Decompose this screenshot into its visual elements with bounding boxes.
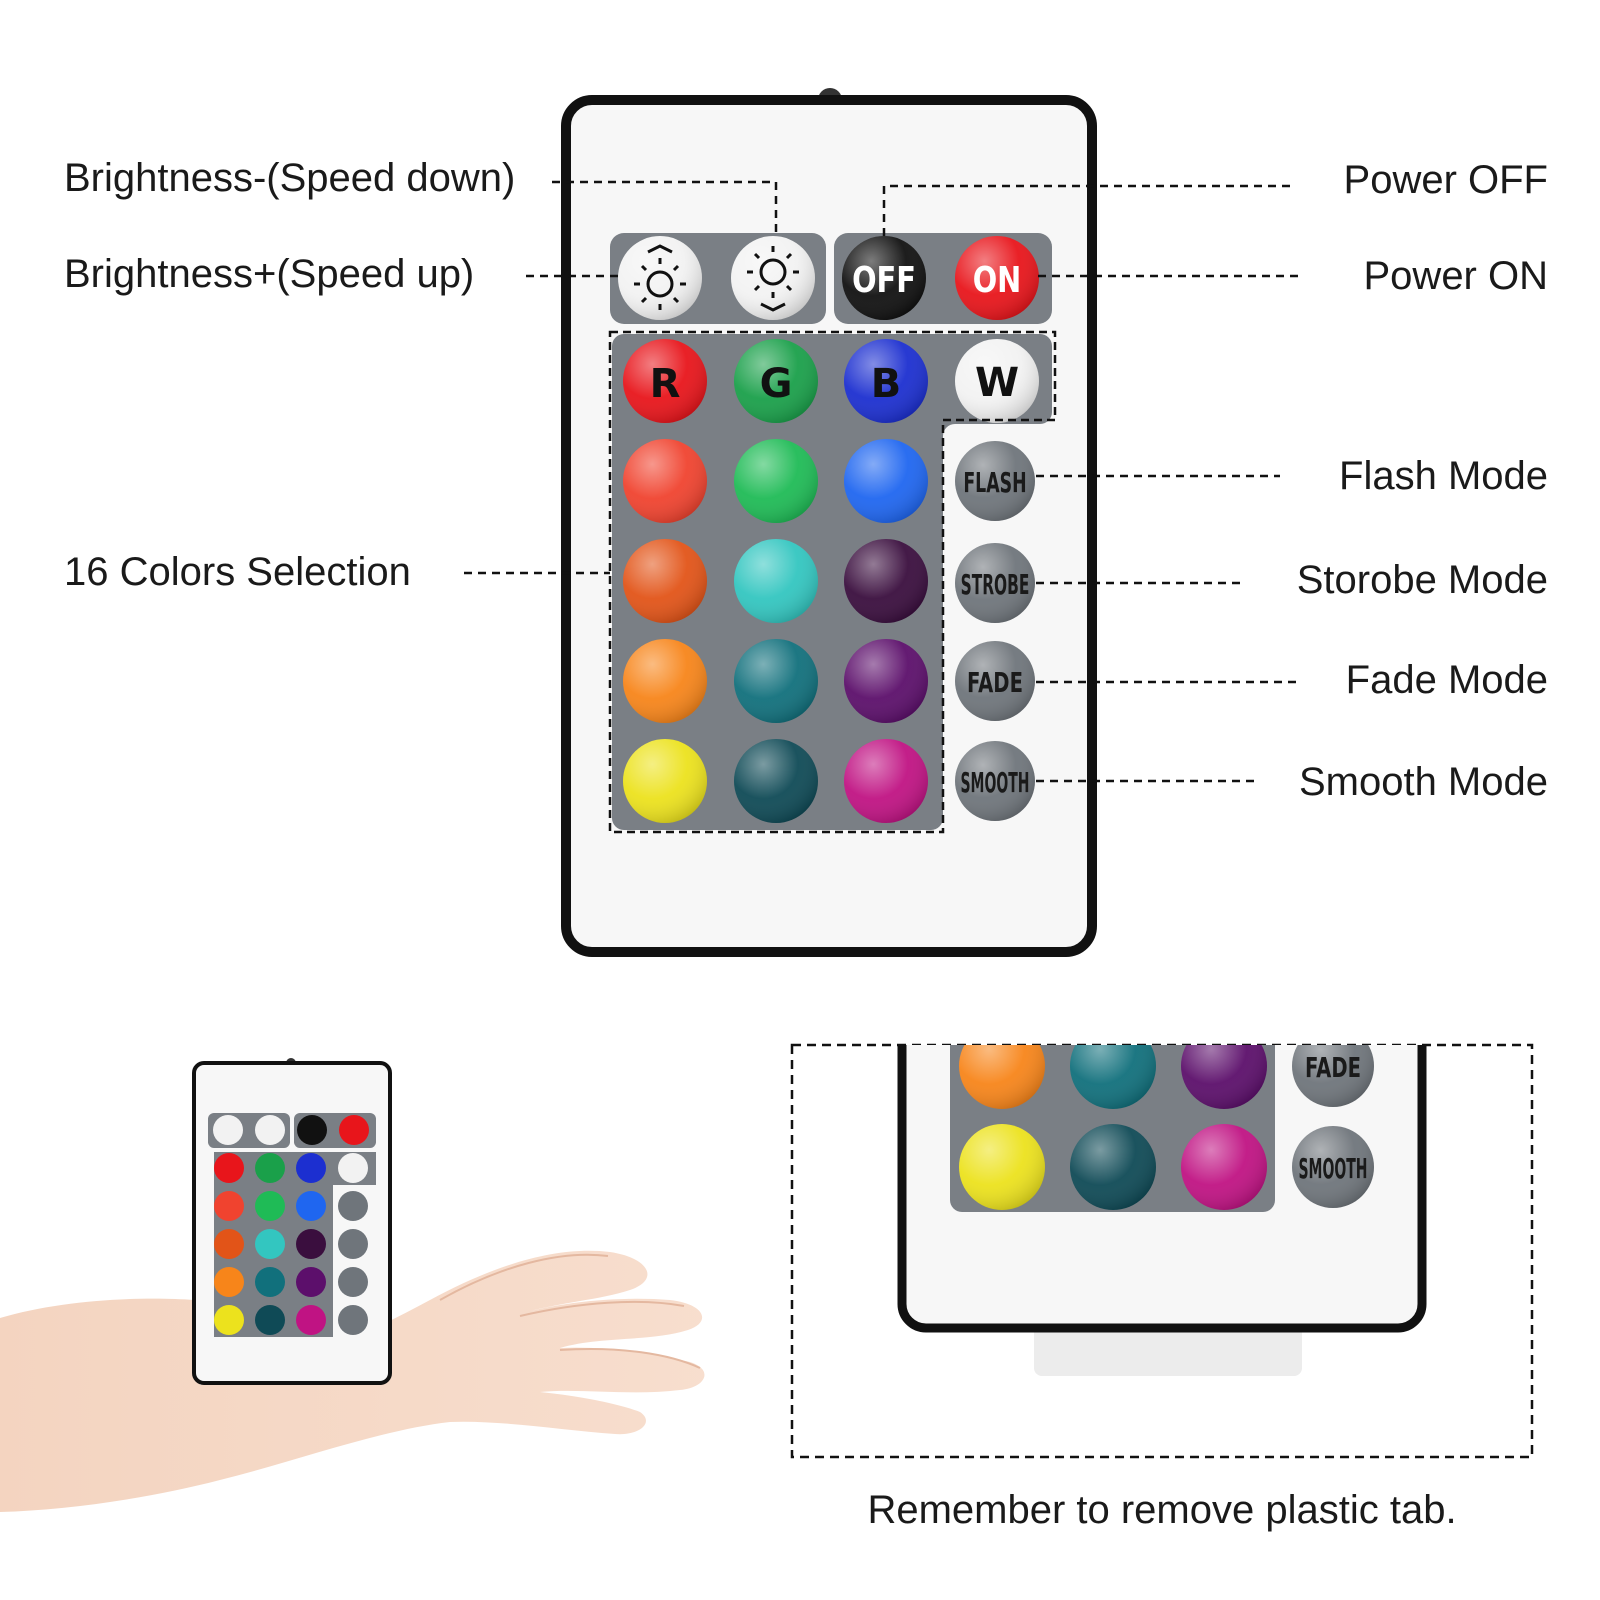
strobe-label: STROBE [961,569,1030,601]
detail-inset: FADE SMOOTH [790,1043,1534,1459]
power-off-button[interactable]: OFF [842,236,926,320]
inset-fade-label: FADE [1305,1052,1361,1084]
inset-color-button [959,1045,1045,1109]
power-off-label: OFF [852,259,916,301]
color-button[interactable] [734,639,818,723]
brightness-up-button[interactable] [731,236,815,320]
flash-mode-callout: Flash Mode [1339,454,1548,498]
brightness-down-button[interactable] [618,236,702,320]
sun-icon [747,246,799,312]
color-button[interactable] [623,639,707,723]
power-off-callout: Power OFF [1343,158,1548,202]
colors-selection-callout: 16 Colors Selection [64,550,411,594]
mini-remote [192,1058,392,1385]
power-on-label: ON [973,259,1022,301]
blue-button[interactable]: B [844,339,928,423]
color-button[interactable] [844,639,928,723]
red-button[interactable]: R [623,339,707,423]
brightness-down-callout: Brightness-(Speed down) [64,156,516,200]
strobe-mode-callout: Storobe Mode [1296,558,1548,602]
inset-fade-button: FADE [1292,1045,1374,1107]
fade-button[interactable]: FADE [955,641,1035,721]
color-button[interactable] [844,539,928,623]
smooth-label: SMOOTH [960,767,1029,800]
sun-icon [634,244,686,310]
colors-dashed-outline [608,330,1057,834]
color-grid [623,439,928,823]
power-on-callout: Power ON [1363,254,1549,298]
color-button[interactable] [623,739,707,823]
color-button[interactable] [734,739,818,823]
color-button[interactable] [844,439,928,523]
flash-label: FLASH [963,467,1026,499]
inset-color-button [1181,1124,1267,1210]
smooth-mode-callout: Smooth Mode [1298,760,1548,804]
brightness-up-callout: Brightness+(Speed up) [64,252,475,296]
plastic-tab-note: Remember to remove plastic tab. [867,1488,1457,1532]
smooth-button[interactable]: SMOOTH [955,741,1035,821]
flash-button[interactable]: FLASH [955,441,1035,521]
color-button[interactable] [734,539,818,623]
blue-label: B [871,361,902,407]
white-label: W [975,360,1019,406]
inset-color-button [959,1124,1045,1210]
green-label: G [760,361,793,407]
color-button[interactable] [623,539,707,623]
inset-color-button [1070,1124,1156,1210]
red-label: R [650,361,681,407]
white-button[interactable]: W [955,339,1039,423]
strobe-button[interactable]: STROBE [955,543,1035,623]
power-on-button[interactable]: ON [955,236,1039,320]
color-button[interactable] [623,439,707,523]
color-button[interactable] [734,439,818,523]
green-button[interactable]: G [734,339,818,423]
color-button[interactable] [844,739,928,823]
inset-smooth-button: SMOOTH [1292,1126,1374,1208]
fade-mode-callout: Fade Mode [1345,658,1548,702]
inset-smooth-label: SMOOTH [1298,1153,1367,1186]
fade-label: FADE [967,667,1023,699]
inset-color-button [1181,1045,1267,1109]
main-remote: OFF ON R G B W [561,88,1097,957]
leader-lines [464,180,1298,783]
inset-color-button [1070,1045,1156,1109]
